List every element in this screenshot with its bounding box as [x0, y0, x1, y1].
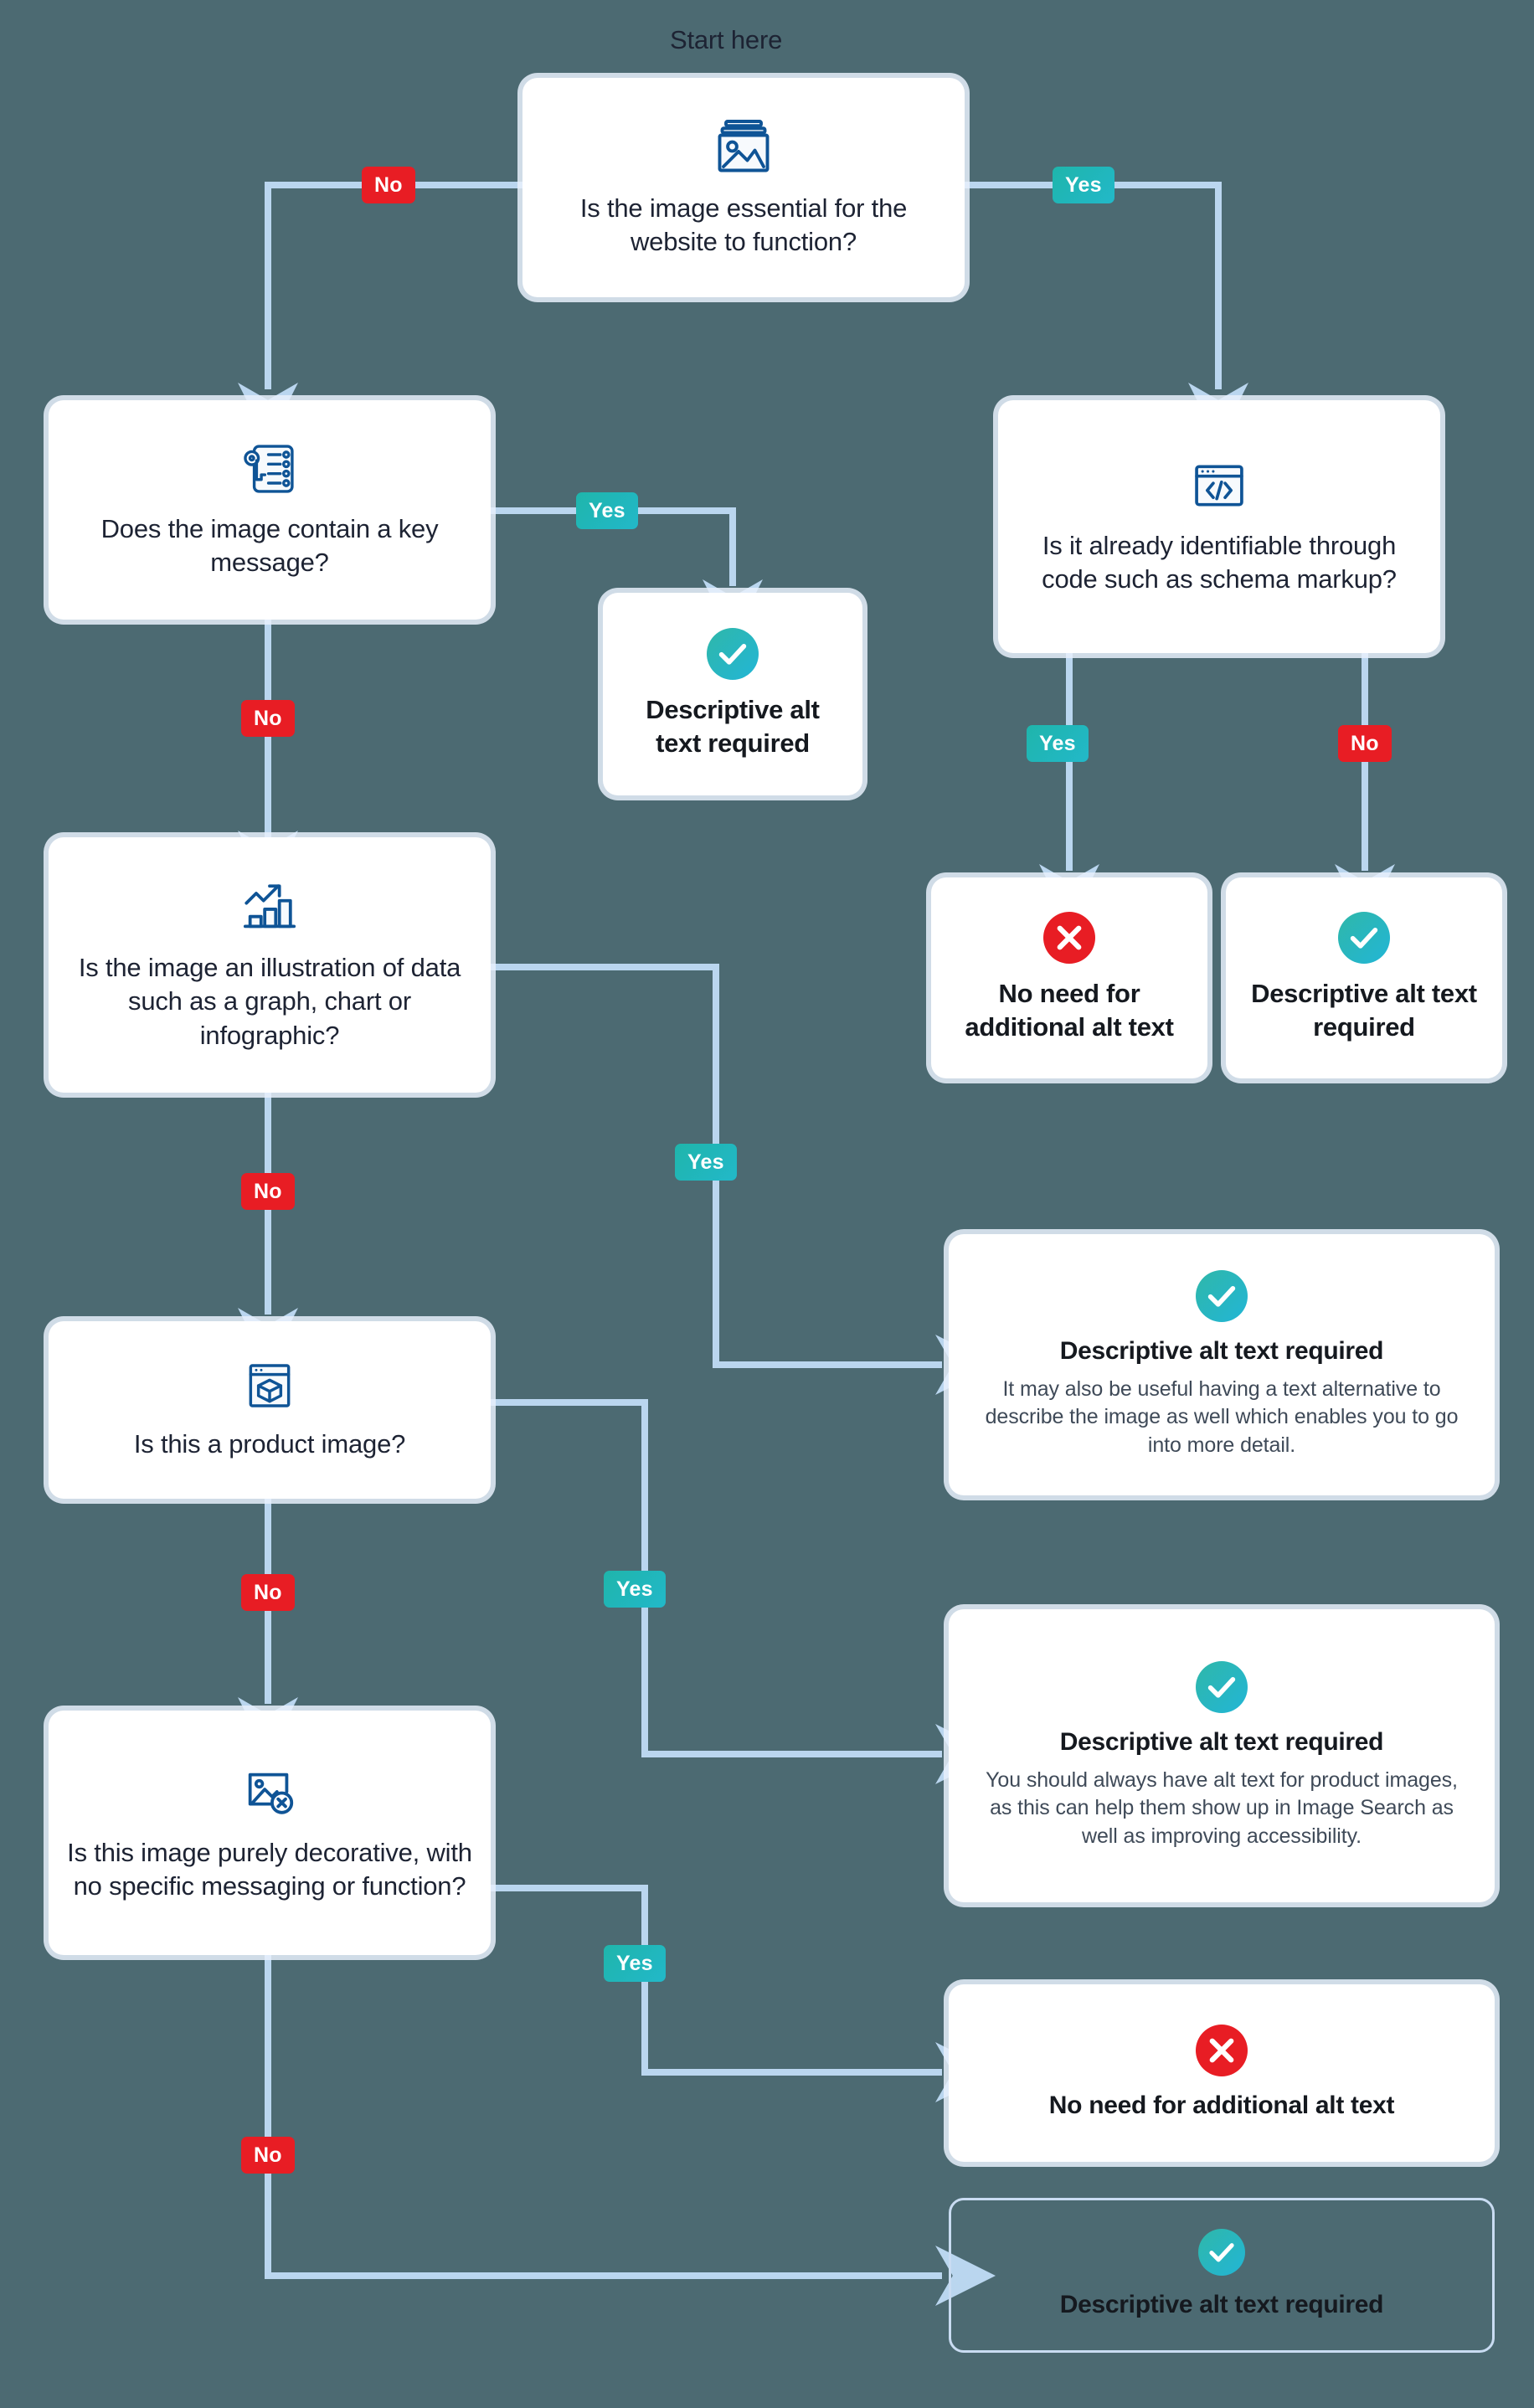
node-q4-data-illustration[interactable]: Is the image an illustration of data suc…: [49, 837, 491, 1093]
node-q1-text: Is the image essential for the website t…: [579, 193, 908, 256]
outcome-o5-title: Descriptive alt text required: [1059, 1727, 1384, 1756]
edge-label-q6-yes: Yes: [604, 1945, 666, 1982]
outcome-o3-title: Descriptive alt text required: [1251, 979, 1477, 1042]
node-q1-image-essential[interactable]: Is the image essential for the website t…: [522, 78, 965, 297]
key-list-icon: [241, 440, 298, 497]
outcome-o6-title: No need for additional alt text: [1048, 2091, 1395, 2119]
outcome-o4-description: It may also be useful having a text alte…: [985, 1376, 1459, 1457]
edge-label-q3-yes: Yes: [1027, 725, 1089, 762]
outcome-o1-descriptive-alt[interactable]: Descriptive alt text required: [603, 593, 862, 795]
node-q5-text: Is this a product image?: [133, 1428, 406, 1459]
edge-label-q3-no: No: [1338, 725, 1392, 762]
outcome-o2-no-need-alt[interactable]: No need for additional alt text: [931, 877, 1207, 1078]
check-circle-icon: [1198, 2229, 1245, 2277]
image-crossed-icon: [240, 1762, 299, 1821]
node-q2-text: Does the image contain a key message?: [100, 513, 439, 577]
outcome-o5-descriptive-alt-product[interactable]: Descriptive alt text required You should…: [949, 1609, 1495, 1902]
check-circle-icon: [707, 628, 759, 681]
outcome-o7-descriptive-alt[interactable]: Descriptive alt text required: [949, 2198, 1495, 2353]
edge-q5-yes: [486, 1399, 996, 1784]
node-q3-schema-markup[interactable]: Is it already identifiable through code …: [998, 400, 1440, 653]
edge-q1-no: [238, 182, 522, 443]
check-circle-icon: [1196, 1660, 1248, 1713]
cross-circle-icon: [1043, 912, 1095, 965]
outcome-o4-title: Descriptive alt text required: [1059, 1336, 1384, 1365]
outcome-o5-description: You should always have alt text for prod…: [986, 1767, 1458, 1848]
node-q3-text: Is it already identifiable through code …: [1042, 530, 1397, 594]
edge-q6-no: [265, 1955, 996, 2306]
edge-label-q6-no: No: [241, 2137, 295, 2174]
edge-label-q1-no: No: [362, 167, 415, 203]
edge-label-q5-no: No: [241, 1574, 295, 1611]
image-picture-icon: [713, 116, 774, 177]
edge-label-q2-no: No: [241, 700, 295, 737]
check-circle-icon: [1196, 1269, 1248, 1322]
start-here-label: Start here: [670, 25, 783, 54]
code-window-icon: [1191, 457, 1248, 514]
edge-label-q2-yes: Yes: [576, 492, 638, 529]
outcome-o7-title: Descriptive alt text required: [1059, 2291, 1384, 2319]
edge-label-q4-yes: Yes: [675, 1144, 737, 1181]
node-q4-text: Is the image an illustration of data suc…: [78, 953, 461, 1050]
outcome-o2-title: No need for additional alt text: [965, 979, 1174, 1042]
node-q5-product-image[interactable]: Is this a product image?: [49, 1321, 491, 1499]
node-q6-decorative-image[interactable]: Is this image purely decorative, with no…: [49, 1711, 491, 1955]
edge-q6-yes: [486, 1885, 996, 2102]
cross-circle-icon: [1196, 2024, 1248, 2076]
outcome-o6-no-need-alt[interactable]: No need for additional alt text: [949, 1984, 1495, 2162]
node-q6-text: Is this image purely decorative, with no…: [67, 1837, 472, 1901]
edge-label-q4-no: No: [241, 1173, 295, 1210]
chart-growth-icon: [240, 877, 299, 936]
edge-label-q5-yes: Yes: [604, 1571, 666, 1608]
check-circle-icon: [1338, 912, 1390, 965]
node-q2-key-message[interactable]: Does the image contain a key message?: [49, 400, 491, 620]
outcome-o4-descriptive-alt-detail[interactable]: Descriptive alt text required It may als…: [949, 1234, 1495, 1495]
outcome-o1-title: Descriptive alt text required: [646, 695, 820, 758]
product-box-window-icon: [243, 1359, 296, 1412]
edge-q1-yes: [965, 182, 1248, 443]
outcome-o3-descriptive-alt[interactable]: Descriptive alt text required: [1226, 877, 1502, 1078]
edge-label-q1-yes: Yes: [1053, 167, 1114, 203]
